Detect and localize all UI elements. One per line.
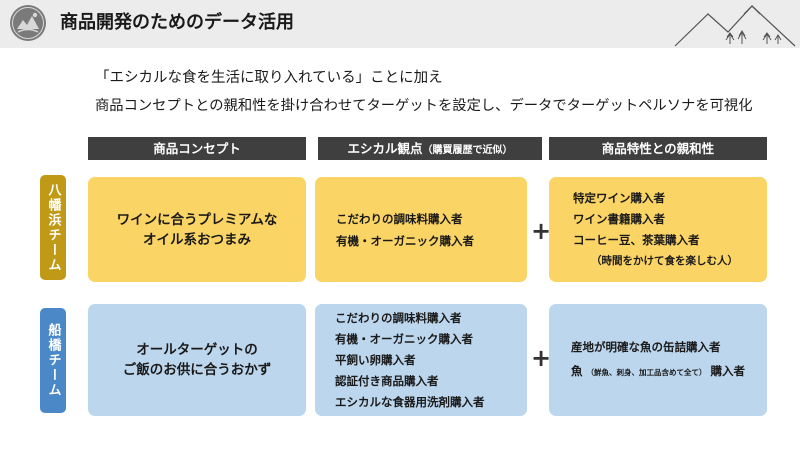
- funabashi-affinity-box: 産地が明確な魚の缶詰購入者 魚 （鮮魚、刺身、加工品含めて全て） 購入者: [549, 304, 767, 416]
- list-item: エシカルな食器用洗剤購入者: [335, 394, 485, 409]
- yawatahama-affinity-box: 特定ワイン購入者 ワイン書籍購入者 コーヒー豆、茶葉購入者 （時間をかけて食を楽…: [549, 177, 767, 282]
- list-item: 魚 （鮮魚、刺身、加工品含めて全て） 購入者: [571, 359, 745, 385]
- list-item: 有機・オーガニック購入者: [335, 331, 473, 346]
- column-header-ethical: エシカル観点（購買履歴で近似）: [318, 137, 542, 160]
- column-header-ethical-note: （購買履歴で近似）: [422, 145, 513, 156]
- mountain-trees-icon: [674, 5, 796, 47]
- concept-line: オールターゲットの: [136, 342, 258, 358]
- column-header-concept: 商品コンセプト: [88, 137, 306, 160]
- intro-line-2: 商品コンセプトとの親和性を掛け合わせてターゲットを設定し、データでターゲットペル…: [95, 98, 753, 114]
- concept-line: オイル系おつまみ: [142, 231, 251, 248]
- funabashi-ethical-box: こだわりの調味料購入者 有機・オーガニック購入者 平飼い卵購入者 認証付き商品購…: [315, 304, 527, 416]
- affinity-fish-suffix: 購入者: [710, 364, 746, 378]
- list-item: こだわりの調味料購入者: [335, 310, 462, 325]
- list-item: 認証付き商品購入者: [335, 373, 439, 388]
- list-item: 特定ワイン購入者: [573, 190, 665, 205]
- yawatahama-ethical-box: こだわりの調味料購入者 有機・オーガニック購入者: [315, 177, 527, 282]
- affinity-fish-prefix: 魚: [571, 364, 583, 378]
- plus-sign: +: [531, 217, 552, 245]
- column-header-ethical-label: エシカル観点: [347, 141, 423, 156]
- affinity-note: （時間をかけて食を楽しむ人）: [591, 254, 738, 267]
- page-title: 商品開発のためのデータ活用: [60, 12, 294, 33]
- plus-sign: +: [531, 344, 552, 372]
- funabashi-concept-box: オールターゲットの ご飯のお供に合うおかず: [88, 304, 306, 416]
- team-tab-funabashi: 船橋チーム: [40, 308, 66, 413]
- team-tab-yawatahama: 八幡浜チーム: [40, 175, 66, 280]
- affinity-fish-note: （鮮魚、刺身、加工品含めて全て）: [586, 368, 707, 377]
- list-item: コーヒー豆、茶葉購入者: [573, 232, 700, 247]
- list-item: こだわりの調味料購入者: [336, 211, 463, 226]
- list-item: ワイン書籍購入者: [573, 211, 665, 226]
- intro-line-1: 「エシカルな食を生活に取り入れている」ことに加え: [95, 70, 443, 86]
- column-header-affinity: 商品特性との親和性: [549, 137, 767, 160]
- logo-emblem-icon: [10, 5, 46, 41]
- header-bar: 商品開発のためのデータ活用: [0, 0, 800, 48]
- concept-line: ご飯のお供に合うおかず: [122, 362, 272, 378]
- list-item: 有機・オーガニック購入者: [336, 233, 474, 248]
- list-item: 平飼い卵購入者: [335, 352, 416, 367]
- yawatahama-concept-box: ワインに合うプレミアムな オイル系おつまみ: [88, 177, 306, 282]
- list-item: 産地が明確な魚の缶詰購入者: [571, 340, 721, 354]
- concept-line: ワインに合うプレミアムな: [116, 211, 278, 228]
